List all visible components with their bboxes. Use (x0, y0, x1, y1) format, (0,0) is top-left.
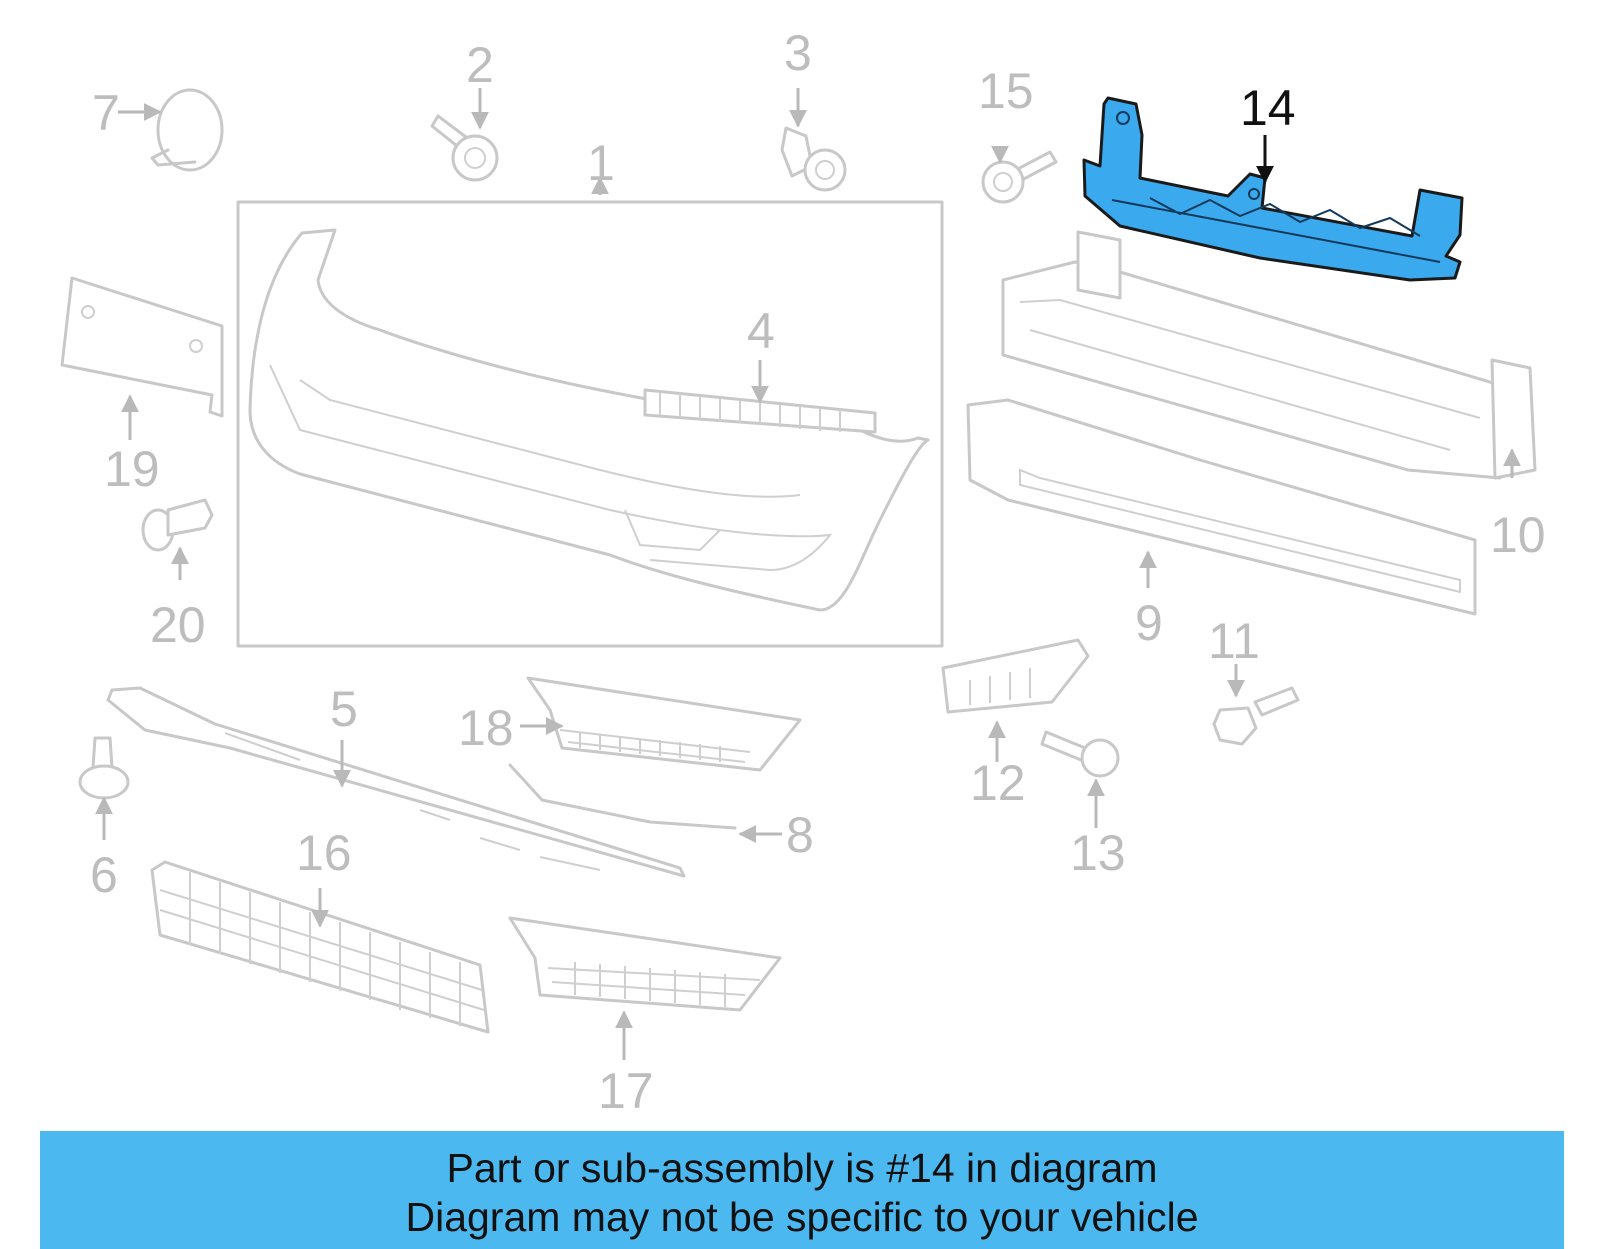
part-12-bracket[interactable] (941, 638, 1090, 714)
callout-18[interactable]: 18 (458, 700, 514, 756)
part-18-grille[interactable] (526, 676, 802, 772)
part-8-trim-strip[interactable] (508, 763, 737, 830)
callout-15[interactable]: 15 (978, 63, 1034, 119)
part-5-lower-trim[interactable] (106, 686, 686, 878)
callout-11[interactable]: 11 (1208, 613, 1260, 669)
part-14-absorber-highlighted[interactable] (1082, 96, 1464, 282)
callout-labels: 1 2 3 4 5 6 7 8 9 10 11 12 13 14 15 16 1… (90, 25, 1546, 1119)
callout-20[interactable]: 20 (150, 597, 206, 653)
callout-10[interactable]: 10 (1490, 507, 1546, 563)
part-1-bumper-cover[interactable] (236, 200, 944, 648)
callout-19[interactable]: 19 (104, 441, 160, 497)
callout-16[interactable]: 16 (296, 825, 352, 881)
callout-17[interactable]: 17 (598, 1063, 654, 1119)
part-4-bracket[interactable] (643, 388, 877, 434)
callout-2[interactable]: 2 (466, 37, 494, 93)
part-11-bolt[interactable] (1212, 686, 1300, 746)
part-20-push-pin[interactable] (141, 498, 214, 552)
callout-leaders (95, 88, 1521, 1060)
callout-6[interactable]: 6 (90, 847, 118, 903)
part-10-bumper-reinforcement[interactable] (1001, 230, 1537, 480)
callout-13[interactable]: 13 (1070, 825, 1126, 881)
part-7-cap[interactable] (150, 88, 224, 172)
part-13-bolt[interactable] (1040, 730, 1120, 778)
banner-line-part: Part or sub-assembly is #14 in diagram (446, 1145, 1158, 1191)
part-3-clip[interactable] (780, 126, 847, 192)
callout-7[interactable]: 7 (92, 85, 120, 141)
callout-9[interactable]: 9 (1135, 595, 1163, 651)
callout-4[interactable]: 4 (747, 303, 775, 359)
callout-12[interactable]: 12 (970, 755, 1026, 811)
part-6-screw[interactable] (78, 736, 130, 800)
part-15-bolt[interactable] (981, 150, 1058, 204)
part-9-energy-absorber[interactable] (966, 398, 1477, 616)
callout-1[interactable]: 1 (587, 135, 615, 191)
callout-5[interactable]: 5 (330, 681, 358, 737)
part-17-grille[interactable] (508, 916, 782, 1012)
info-banner: Part or sub-assembly is #14 in diagram D… (40, 1131, 1564, 1249)
part-2-bolt[interactable] (430, 114, 499, 182)
part-19-license-plate-bracket[interactable] (60, 276, 224, 418)
callout-14[interactable]: 14 (1240, 80, 1296, 136)
part-16-lower-grille[interactable] (150, 860, 490, 1034)
callout-3[interactable]: 3 (784, 25, 812, 81)
banner-line-disclaimer: Diagram may not be specific to your vehi… (405, 1194, 1199, 1240)
callout-8[interactable]: 8 (786, 807, 814, 863)
